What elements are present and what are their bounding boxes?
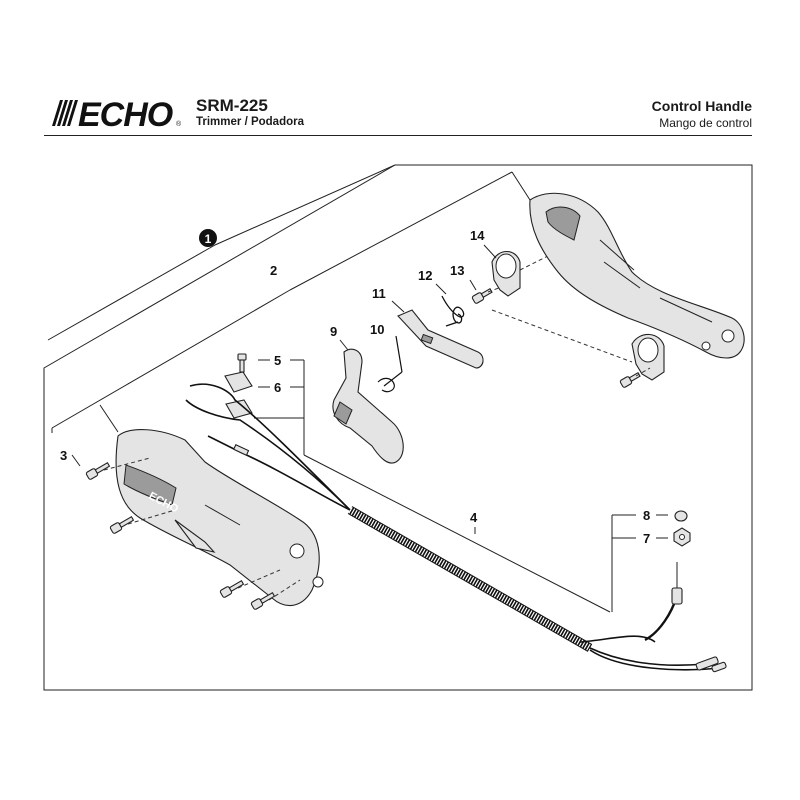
callout-7: 7 (643, 531, 650, 546)
logo-wordmark: ECHO (78, 96, 173, 130)
assembly-bracket (47, 164, 531, 433)
callout-5: 5 (274, 353, 281, 368)
model-subtitle: Trimmer / Podadora (196, 116, 305, 128)
echo-logo: ECHO (52, 96, 174, 130)
bracket-5-6 (254, 359, 305, 455)
callout-1: 1 (199, 229, 217, 247)
clamp-screw (619, 367, 651, 388)
handle-right-half (529, 192, 745, 359)
callout-6: 6 (274, 380, 281, 395)
callout-11: 11 (372, 286, 386, 301)
callout-10: 10 (370, 322, 384, 337)
leader-13 (469, 279, 477, 291)
svg-text:1: 1 (205, 232, 212, 246)
part-10-spring (377, 335, 403, 393)
handle-left-half: ECHO (115, 429, 324, 607)
bracket-4 (303, 454, 611, 613)
screws-3 (85, 457, 301, 610)
diagram-frame (43, 164, 753, 691)
part-14-handle-clamp (491, 250, 665, 381)
callout-14: 14 (470, 228, 485, 243)
section-title: Control Handle (651, 98, 752, 114)
part-11-lock-lever (397, 309, 484, 369)
section-subtitle: Mango de control (659, 116, 752, 130)
callout-8: 8 (643, 508, 650, 523)
model-number: SRM-225 (196, 96, 268, 115)
leader-3 (71, 454, 81, 467)
part-9-throttle-trigger (332, 348, 404, 464)
callout-3: 3 (60, 448, 67, 463)
logo-stripes (52, 100, 78, 126)
bracket-7-8 (611, 514, 636, 612)
callout-13: 13 (450, 263, 464, 278)
leader-12 (435, 283, 447, 295)
callout-12: 12 (418, 268, 432, 283)
part-6-clip (224, 371, 253, 419)
part-4-wire-harness (185, 383, 727, 673)
part-7-nut (673, 527, 691, 547)
page-header: ECHO ® SRM-225 Trimmer / Podadora Contro… (0, 0, 800, 140)
part-8-nut (674, 510, 688, 522)
registered-mark: ® (176, 121, 182, 128)
part-5-screw (237, 353, 247, 373)
callout-9: 9 (330, 324, 337, 339)
callout-4: 4 (470, 510, 478, 525)
leader-14 (483, 244, 497, 259)
leader-9 (339, 339, 349, 351)
header-rule (44, 135, 752, 136)
part-12-torsion-spring (441, 295, 465, 327)
callout-2: 2 (270, 263, 277, 278)
leader-11 (391, 300, 405, 313)
